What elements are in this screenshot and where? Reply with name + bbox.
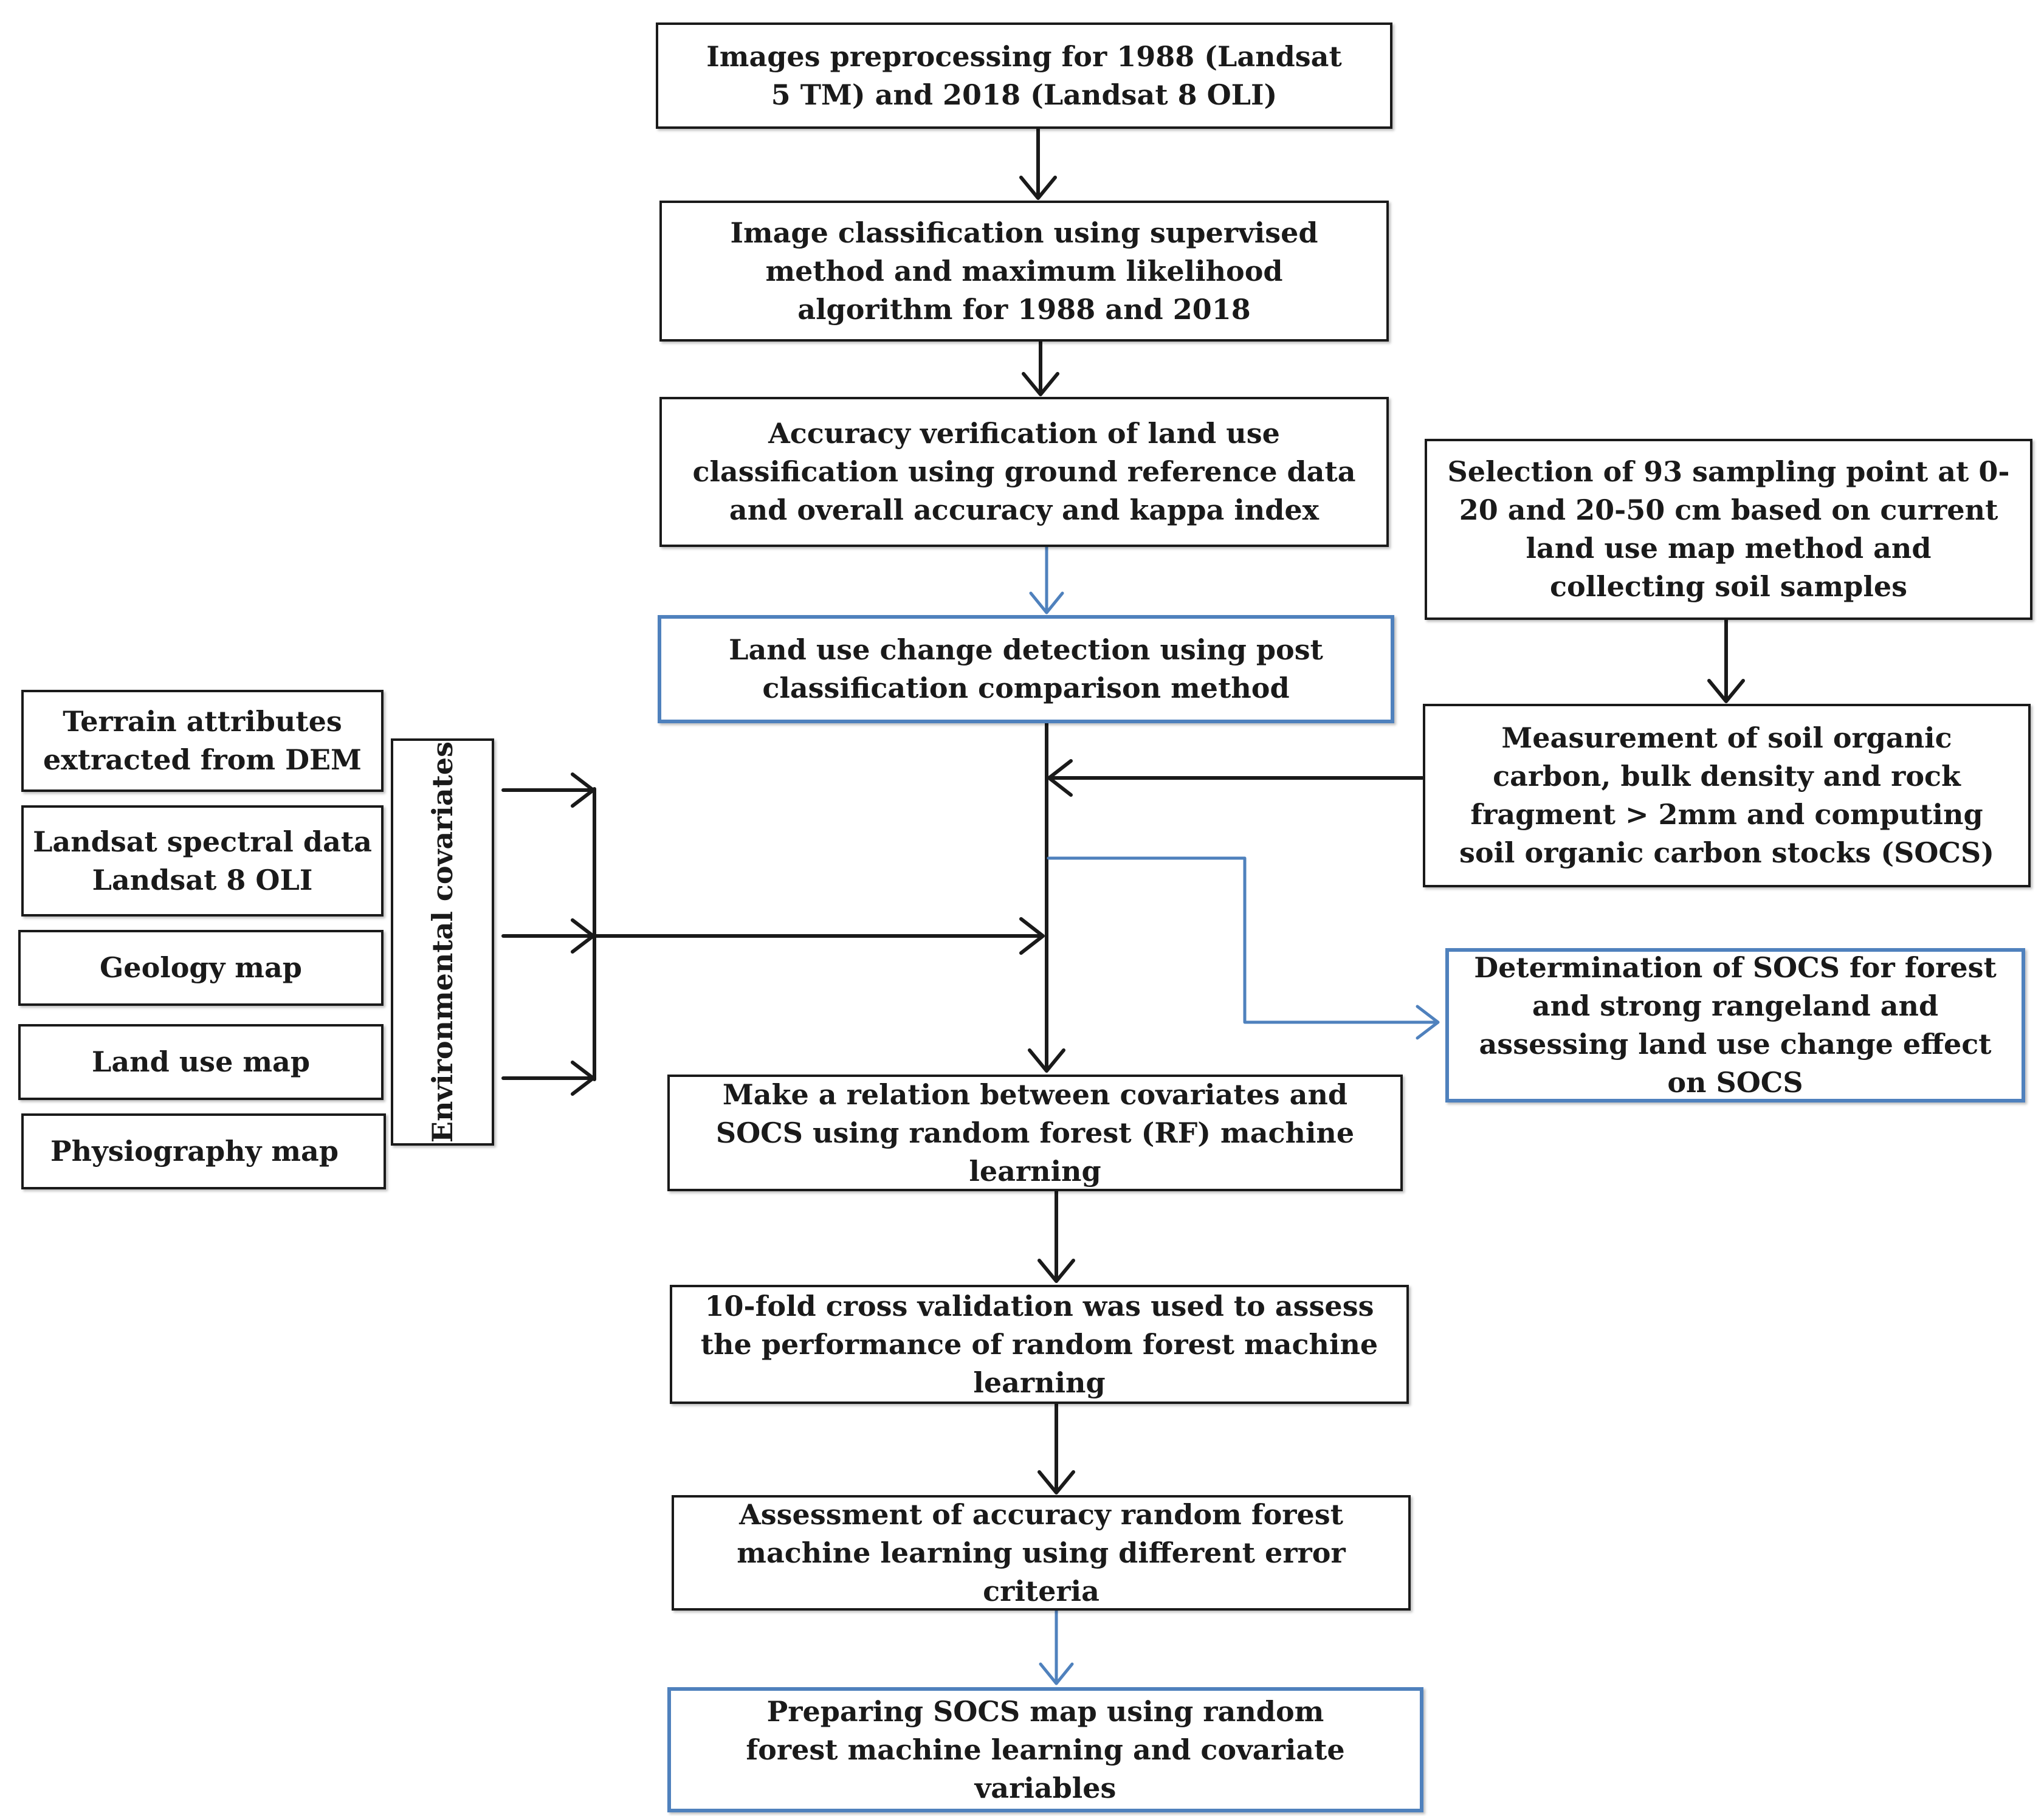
step-determination-text: Determination of SOCS for forest and str…: [1474, 951, 1997, 1099]
arrow-accuracy-to-change-detection: [1029, 545, 1064, 614]
covariates-group-label: Environmental covariates: [426, 741, 459, 1143]
covariate-geology-map: Geology map: [18, 930, 384, 1006]
step-accuracy-verification: Accuracy verification of land use classi…: [659, 397, 1389, 547]
step-classification: Image classification using supervised me…: [659, 201, 1389, 342]
step-cross-validation: 10-fold cross validation was used to ass…: [670, 1285, 1409, 1404]
arrow-change-detection-to-relation: [1028, 721, 1065, 1073]
covariate-geology-map-text: Geology map: [100, 951, 302, 984]
arrow-preprocessing-to-classification: [1019, 127, 1057, 200]
step-measurement-text: Measurement of soil organic carbon, bulk…: [1459, 721, 1994, 869]
arrow-measurement-to-trunk: [1047, 759, 1424, 797]
covariate-terrain-attributes-text: Terrain attributes extracted from DEM: [43, 705, 362, 776]
covariate-physiography-map: Physiography map: [21, 1113, 386, 1189]
covariate-terrain-attributes: Terrain attributes extracted from DEM: [21, 690, 384, 792]
step-relation: Make a relation between covariates and S…: [667, 1075, 1403, 1191]
step-assessment-text: Assessment of accuracy random forest mac…: [737, 1498, 1346, 1608]
covariate-land-use-map: Land use map: [18, 1024, 384, 1100]
step-preprocessing-text: Images preprocessing for 1988 (Landsat 5…: [706, 40, 1342, 111]
arrow-relation-to-cross-validation: [1037, 1189, 1075, 1283]
arrow-sampling-to-measurement: [1707, 618, 1745, 703]
covariate-physiography-map-text: Physiography map: [50, 1135, 339, 1168]
covariates-group: Environmental covariates: [391, 738, 494, 1146]
step-preprocessing: Images preprocessing for 1988 (Landsat 5…: [656, 22, 1392, 129]
step-change-detection-text: Land use change detection using post cla…: [729, 633, 1323, 704]
step-measurement: Measurement of soil organic carbon, bulk…: [1423, 704, 2031, 887]
step-assessment: Assessment of accuracy random forest mac…: [672, 1495, 1411, 1611]
step-change-detection: Land use change detection using post cla…: [658, 615, 1394, 723]
arrow-covariates-to-trunk: [501, 772, 1045, 1096]
step-cross-validation-text: 10-fold cross validation was used to ass…: [700, 1289, 1378, 1399]
step-accuracy-verification-text: Accuracy verification of land use classi…: [692, 417, 1356, 526]
step-sampling-text: Selection of 93 sampling point at 0-20 a…: [1447, 455, 2010, 603]
step-classification-text: Image classification using supervised me…: [730, 216, 1318, 326]
step-relation-text: Make a relation between covariates and S…: [715, 1078, 1355, 1188]
arrow-assessment-to-map: [1039, 1609, 1074, 1685]
step-sampling: Selection of 93 sampling point at 0-20 a…: [1425, 439, 2032, 620]
covariate-landsat-spectral-text: Landsat spectral data Landsat 8 OLI: [33, 825, 372, 896]
step-map: Preparing SOCS map using random forest m…: [667, 1687, 1423, 1812]
arrow-classification-to-accuracy: [1022, 340, 1059, 396]
arrow-trunk-to-determination: [1047, 856, 1440, 1040]
step-determination: Determination of SOCS for forest and str…: [1445, 948, 2025, 1102]
covariate-landsat-spectral: Landsat spectral data Landsat 8 OLI: [21, 805, 384, 917]
arrow-cross-validation-to-assessment: [1037, 1402, 1075, 1494]
covariate-land-use-map-text: Land use map: [91, 1045, 311, 1078]
step-map-text: Preparing SOCS map using random forest m…: [746, 1694, 1345, 1804]
